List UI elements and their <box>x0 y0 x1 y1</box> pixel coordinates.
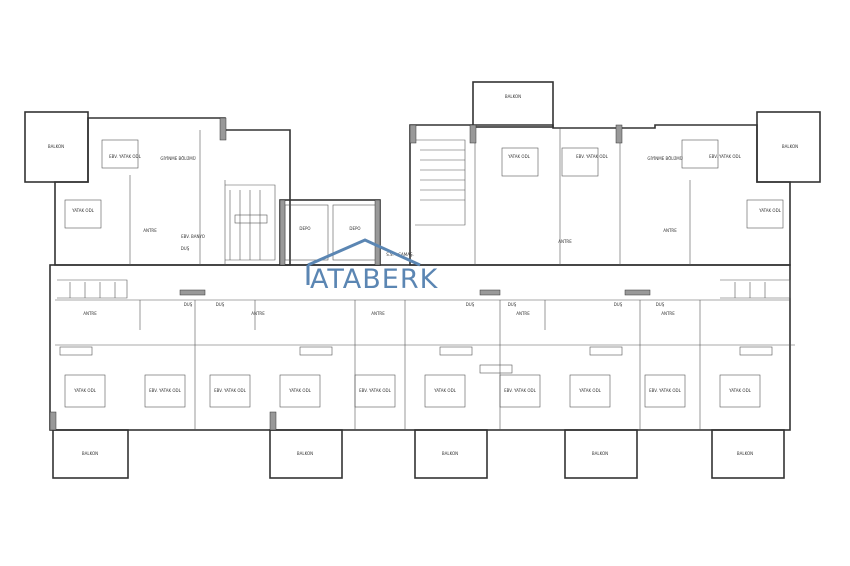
room-label: YATAK ODL <box>433 388 457 393</box>
room-label: YATAK ODL <box>507 154 531 159</box>
bed <box>279 374 321 408</box>
wardrobe <box>479 364 513 374</box>
room-label: ANTRE <box>663 228 677 233</box>
room-label: DUŞ <box>656 302 665 307</box>
room-label: BALKON <box>505 94 521 99</box>
room-label: EBV. YATAK ODL <box>149 388 181 393</box>
room-label: GİYİNME BÖLÜMÜ <box>647 156 682 161</box>
room-label: GİYİNME BÖLÜMÜ <box>160 156 195 161</box>
room-label: YATAK ODL <box>73 388 97 393</box>
columns <box>49 117 651 431</box>
bed <box>144 374 186 408</box>
logo: ATABERK <box>306 238 439 295</box>
room-label: ANTRE <box>143 228 157 233</box>
furniture <box>59 139 784 408</box>
room-label: BALKON <box>442 451 458 456</box>
room-label: DUŞ <box>466 302 475 307</box>
room-label: EBV. YATAK ODL <box>359 388 391 393</box>
room-label: BALKON <box>737 451 753 456</box>
wardrobe <box>299 346 333 356</box>
bed <box>209 374 251 408</box>
room-label: BALKON <box>48 144 64 149</box>
bed <box>561 147 599 177</box>
bed <box>569 374 611 408</box>
house-logo-icon <box>306 238 421 285</box>
wardrobe <box>59 346 93 356</box>
bed <box>354 374 396 408</box>
bed <box>499 374 541 408</box>
room-label: EBV. BANYO <box>181 234 205 239</box>
logo-text: ATABERK <box>310 264 439 295</box>
room-label: ANTRE <box>661 311 675 316</box>
room-label: EBV. YATAK ODL <box>576 154 608 159</box>
room-label: YATAK ODL <box>578 388 602 393</box>
room-label: YATAK ODL <box>288 388 312 393</box>
room-label: ANTRE <box>516 311 530 316</box>
room-label: DUŞ <box>181 246 190 251</box>
room-label: DUŞ <box>508 302 517 307</box>
bed <box>64 374 106 408</box>
room-label: EBV. YATAK ODL <box>504 388 536 393</box>
wardrobe <box>589 346 623 356</box>
room-label: EBV. YATAK ODL <box>709 154 741 159</box>
room-label: EBV. YATAK ODL <box>109 154 141 159</box>
room-label: EBV. YATAK ODL <box>649 388 681 393</box>
bed <box>681 139 719 169</box>
room-label: ÇAMAŞ. <box>398 252 414 257</box>
bed <box>644 374 686 408</box>
room-label: ANTRE <box>251 311 265 316</box>
room-label: S.S. <box>386 252 394 257</box>
room-label: YATAK ODL <box>728 388 752 393</box>
wardrobe <box>234 214 268 224</box>
room-label: DEPO <box>349 226 360 231</box>
bed <box>501 147 539 177</box>
wardrobe <box>739 346 773 356</box>
bed <box>101 139 139 169</box>
room-label: BALKON <box>82 451 98 456</box>
room-label: ANTRE <box>83 311 97 316</box>
room-label: YATAK ODL <box>758 208 782 213</box>
room-label: DUŞ <box>614 302 623 307</box>
room-label: BALKON <box>592 451 608 456</box>
balcony-top-center <box>472 81 554 128</box>
bed <box>746 199 784 229</box>
room-label: EBV. YATAK ODL <box>214 388 246 393</box>
room-label: DEPO <box>299 226 310 231</box>
bed <box>424 374 466 408</box>
room-label: DUŞ <box>216 302 225 307</box>
bed <box>719 374 761 408</box>
room-label: BALKON <box>297 451 313 456</box>
bed <box>64 199 102 229</box>
room-label: DUŞ <box>184 302 193 307</box>
room-label: ANTRE <box>558 239 572 244</box>
wardrobe <box>439 346 473 356</box>
room-label: ANTRE <box>371 311 385 316</box>
room-label: BALKON <box>782 144 798 149</box>
room-labels: BALKON EBV. YATAK ODL GİYİNME BÖLÜMÜ YATAK … <box>48 94 798 456</box>
room-label: YATAK ODL <box>71 208 95 213</box>
